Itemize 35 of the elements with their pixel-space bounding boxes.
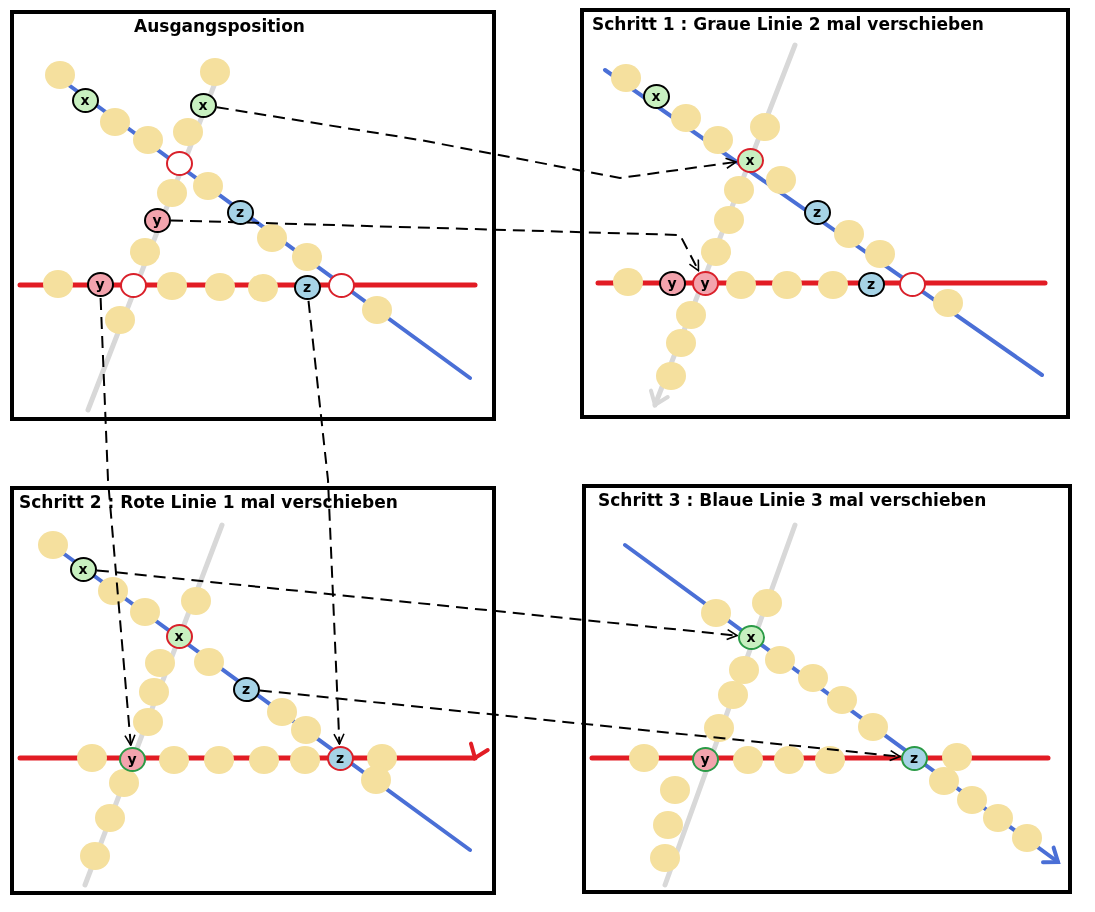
panel-title: Schritt 1 : Graue Linie 2 mal verschieben xyxy=(592,14,984,34)
letter-marker: y xyxy=(86,271,114,297)
letter-marker: z xyxy=(857,271,885,297)
letter-marker: z xyxy=(226,199,254,225)
letter-marker: x xyxy=(737,624,765,650)
panel-title: Schritt 3 : Blaue Linie 3 mal verschieben xyxy=(598,490,987,510)
dashed-arrow xyxy=(95,569,739,641)
letter-marker: x xyxy=(69,556,97,582)
letter-marker: y xyxy=(118,746,146,772)
dashed-arrow xyxy=(215,106,738,179)
dashed-arrow xyxy=(99,297,136,747)
letter-marker: y xyxy=(658,270,686,296)
letter-marker: z xyxy=(900,745,928,771)
letter-marker: y xyxy=(691,270,719,296)
dashed-arrow xyxy=(307,299,345,745)
letter-marker: y xyxy=(691,746,719,772)
letter-marker: x xyxy=(642,83,670,109)
letter-marker: x xyxy=(71,87,99,113)
letter-marker: y xyxy=(143,207,171,233)
letter-marker: z xyxy=(232,676,260,702)
empty-circle xyxy=(119,272,147,298)
diagram-panel xyxy=(10,10,496,421)
dashed-arrow xyxy=(170,219,700,272)
dashed-arrow xyxy=(258,689,902,762)
empty-circle xyxy=(898,271,926,297)
letter-marker: x xyxy=(189,92,217,118)
letter-marker: x xyxy=(165,623,193,649)
letter-marker: z xyxy=(293,274,321,300)
panel-title: Ausgangsposition xyxy=(134,16,305,36)
empty-circle xyxy=(327,272,355,298)
diagram-panel xyxy=(580,8,1070,419)
letter-marker: z xyxy=(803,199,831,225)
letter-marker: z xyxy=(326,745,354,771)
letter-marker: x xyxy=(736,147,764,173)
empty-circle xyxy=(165,150,193,176)
